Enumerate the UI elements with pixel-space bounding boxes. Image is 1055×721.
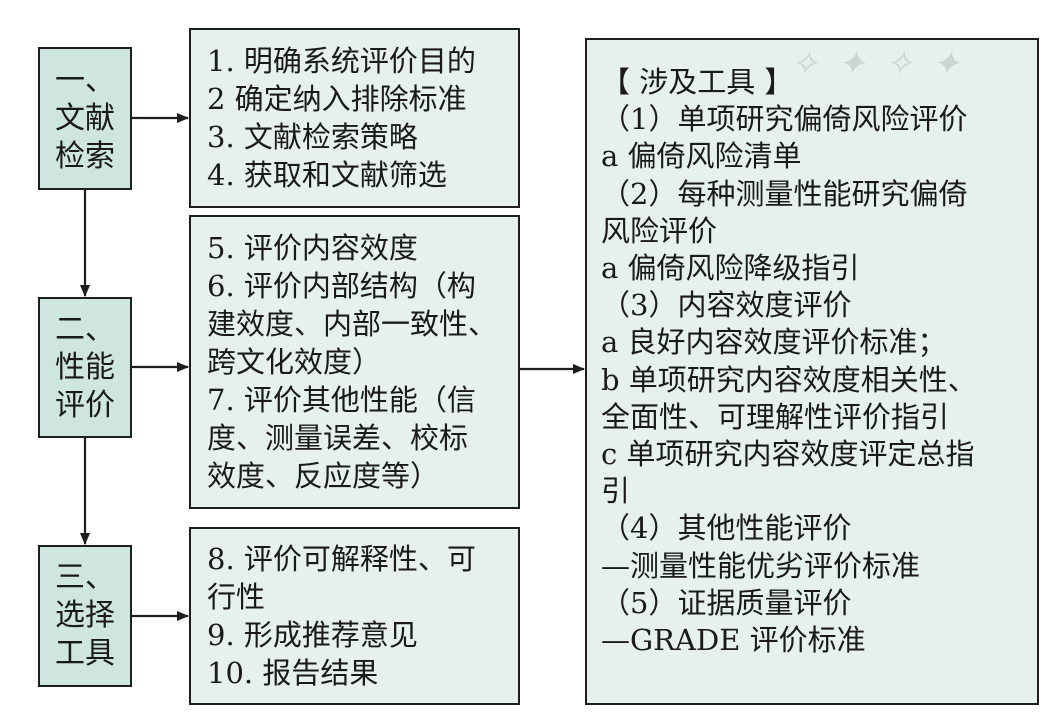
- tools-line-15: （5）证据质量评价: [601, 585, 852, 620]
- stage-2-line-3: 评价: [55, 387, 115, 423]
- tools-line-5: 风险评价: [601, 213, 718, 248]
- stage-3-line-1: 三、: [55, 560, 115, 595]
- step-3-line-2: 行性: [207, 580, 266, 614]
- tools-line-7: （3）内容效度评价: [601, 288, 852, 323]
- step-2-line-4: 跨文化效度）: [207, 345, 382, 379]
- tools-line-13: （4）其他性能评价: [601, 511, 852, 546]
- step-2-line-7: 效度、反应度等）: [207, 459, 440, 493]
- step-1-line-4: 4. 获取和文献筛选: [207, 158, 447, 192]
- tools-line-1: 【 涉及工具 】: [601, 65, 794, 99]
- stage-box-1: 一、 文献 检索: [38, 47, 132, 190]
- step-1-line-1: 1. 明确系统评价目的: [207, 44, 476, 78]
- watermark: ✧ ✦ ✧ ✦: [790, 44, 965, 84]
- step-box-1: 1. 明确系统评价目的 2 确定纳入排除标准 3. 文献检索策略 4. 获取和文…: [189, 28, 520, 208]
- stage-1-line-2: 文献: [55, 100, 115, 136]
- stage-box-3: 三、 选择 工具: [38, 545, 132, 687]
- tools-line-16: —GRADE 评价标准: [601, 623, 866, 658]
- stage-1-line-3: 检索: [55, 138, 115, 174]
- tools-line-3: a 偏倚风险清单: [601, 139, 802, 174]
- tools-line-10: 全面性、可理解性评价指引: [601, 399, 950, 434]
- step-3-line-4: 10. 报告结果: [207, 656, 379, 690]
- step-2-line-5: 7. 评价其他性能（信: [207, 383, 476, 417]
- step-2-line-2: 6. 评价内部结构（构: [207, 269, 476, 303]
- stage-box-2: 二、 性能 评价: [38, 297, 132, 438]
- tools-box: 【 涉及工具 】 （1）单项研究偏倚风险评价 a 偏倚风险清单 （2）每种测量性…: [585, 38, 1039, 705]
- stage-2-line-1: 二、: [55, 311, 115, 347]
- tools-line-6: a 偏倚风险降级指引: [601, 251, 860, 286]
- tools-line-14: —测量性能优劣评价标准: [601, 548, 921, 583]
- step-3-line-3: 9. 形成推荐意见: [207, 618, 418, 652]
- tools-line-2: （1）单项研究偏倚风险评价: [601, 102, 968, 137]
- step-2-line-6: 度、测量误差、校标: [207, 421, 469, 455]
- step-2-line-1: 5. 评价内容效度: [207, 231, 418, 265]
- step-1-line-3: 3. 文献检索策略: [207, 120, 418, 154]
- tools-line-4: （2）每种测量性能研究偏倚: [601, 176, 968, 211]
- tools-line-9: b 单项研究内容效度相关性、: [601, 362, 977, 397]
- step-box-3: 8. 评价可解释性、可 行性 9. 形成推荐意见 10. 报告结果: [189, 527, 520, 705]
- step-1-line-2: 2 确定纳入排除标准: [207, 82, 467, 116]
- tools-line-8: a 良好内容效度评价标准；: [601, 325, 947, 360]
- stage-3-line-2: 选择: [55, 598, 115, 633]
- step-2-line-3: 建效度、内部一致性、: [207, 307, 498, 341]
- stage-1-line-1: 一、: [55, 62, 115, 98]
- stage-2-line-2: 性能: [55, 349, 115, 385]
- tools-line-11: c 单项研究内容效度评定总指: [601, 437, 975, 472]
- stage-3-line-3: 工具: [55, 636, 115, 671]
- tools-line-12: 引: [601, 474, 631, 509]
- step-box-2: 5. 评价内容效度 6. 评价内部结构（构 建效度、内部一致性、 跨文化效度） …: [189, 215, 520, 509]
- step-3-line-1: 8. 评价可解释性、可: [207, 542, 476, 576]
